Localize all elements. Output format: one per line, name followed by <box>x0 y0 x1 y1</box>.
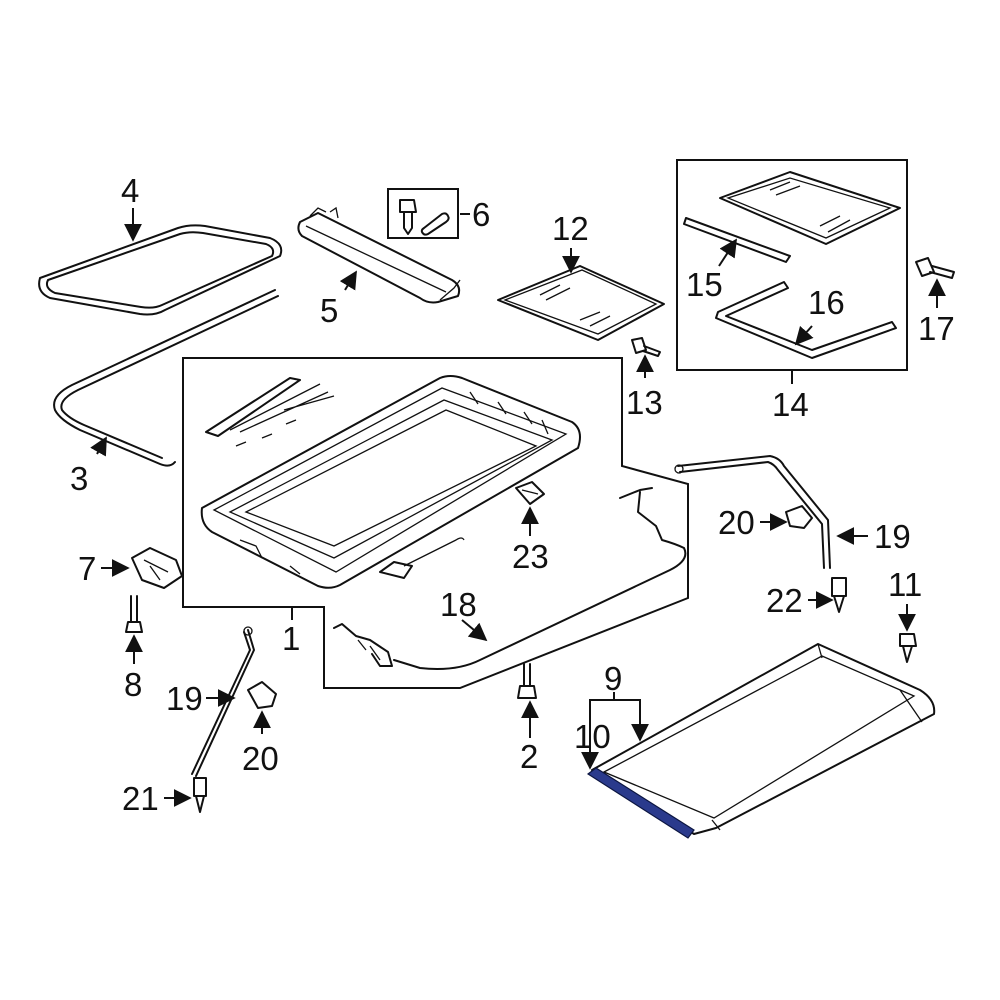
callout-5: 5 <box>320 292 338 329</box>
callout-1: 1 <box>282 620 300 657</box>
sunshade-handle-strip <box>586 767 695 839</box>
callout-12: 12 <box>552 210 589 247</box>
clip-23 <box>515 481 545 505</box>
screw-11 <box>899 633 917 663</box>
callout-9: 9 <box>604 660 622 697</box>
callout-23: 23 <box>512 538 549 575</box>
callout-17: 17 <box>918 310 955 347</box>
glass-seal-strip-15 <box>683 217 791 263</box>
screw-kit <box>399 199 450 236</box>
wire-harness <box>333 487 687 670</box>
callout-19-right: 19 <box>874 518 911 555</box>
callout-14: 14 <box>772 386 809 423</box>
callout-20-left: 20 <box>242 740 279 777</box>
callout-21: 21 <box>122 780 159 817</box>
sunroof-frame <box>200 375 581 589</box>
screw-8 <box>125 595 143 633</box>
callout-labels: 4 3 5 6 12 13 15 16 14 17 1 23 18 7 8 19… <box>70 172 955 817</box>
callout-6: 6 <box>472 196 490 233</box>
drain-fitting-22 <box>831 577 847 613</box>
bolt-13 <box>631 337 661 357</box>
callout-20-right: 20 <box>718 504 755 541</box>
hose-clip-right <box>785 505 813 529</box>
callout-10: 10 <box>574 718 611 755</box>
callout-13: 13 <box>626 384 663 421</box>
glass-seal-ring <box>38 224 283 316</box>
screw-kit-box <box>387 188 459 239</box>
glass-seal-strip-16 <box>715 281 897 359</box>
callout-11: 11 <box>888 566 922 603</box>
callout-15: 15 <box>686 266 723 303</box>
hose-clip-left <box>247 681 277 709</box>
callout-22: 22 <box>766 582 803 619</box>
callout-8: 8 <box>124 666 142 703</box>
callout-2: 2 <box>520 738 538 775</box>
frame-cable-drive <box>205 377 335 447</box>
weatherstrip <box>53 289 279 467</box>
glass-panel <box>497 265 665 341</box>
callout-19-left: 19 <box>166 680 203 717</box>
drain-hose-right <box>674 455 831 569</box>
wind-deflector <box>297 206 461 304</box>
leader-lines <box>90 208 946 807</box>
rear-glass-panel <box>719 171 901 245</box>
frame-harness <box>379 537 465 579</box>
bolt-17 <box>915 257 955 279</box>
callout-3: 3 <box>70 460 88 497</box>
sunshade <box>591 643 936 835</box>
callout-4: 4 <box>121 172 139 209</box>
sunroof-motor <box>131 547 183 589</box>
sunroof-frame-group-box <box>182 357 689 689</box>
drain-hose-left <box>191 626 255 777</box>
drain-fitting-21 <box>193 777 207 813</box>
callout-18: 18 <box>440 586 477 623</box>
callout-16: 16 <box>808 284 845 321</box>
callout-7: 7 <box>78 550 96 587</box>
screw-2 <box>517 663 537 699</box>
